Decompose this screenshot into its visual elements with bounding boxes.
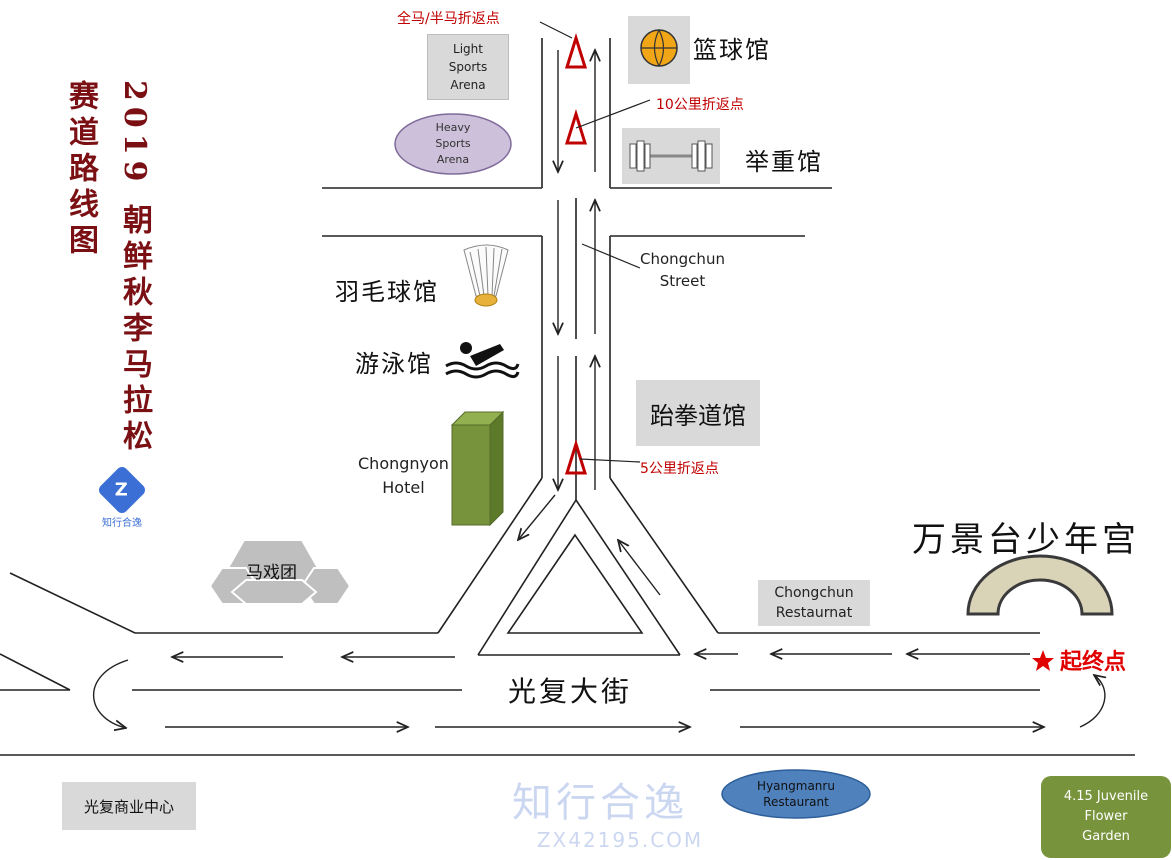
turnaround-full-half-label: 全马/半马折返点	[397, 11, 500, 27]
heavy-sports-arena-label: Heavy Sports Arena	[435, 121, 471, 166]
gwangbok-street-label: 光复大街	[508, 675, 633, 708]
badminton-hall-label: 羽毛球馆	[335, 278, 439, 306]
route-arrows	[92, 50, 1105, 728]
circus-hexagons-icon	[208, 539, 352, 605]
palace-label: 万景台少年宫	[912, 520, 1140, 560]
basketball-hall-label: 篮球馆	[693, 36, 771, 64]
shuttlecock-icon	[463, 244, 509, 307]
turnaround-5km-label: 5公里折返点	[640, 461, 719, 477]
palace-arch-icon	[966, 554, 1114, 616]
circus-label: 马戏团	[246, 563, 297, 583]
watermark: 知行合逸 ZX42195.COM	[470, 770, 730, 852]
pointer-lines	[539, 21, 651, 463]
weightlifting-hall-label: 举重馆	[745, 148, 823, 176]
chongnyon-hotel-label: Chongnyon Hotel	[358, 454, 449, 497]
logo-text: 知行合逸	[102, 518, 142, 529]
watermark-url: ZX42195.COM	[536, 828, 704, 852]
zhixing-logo-icon: Z	[96, 464, 148, 516]
chongchun-street-road	[322, 38, 832, 656]
turnaround-10km-label: 10公里折返点	[656, 97, 744, 113]
hyangmanru-shape	[721, 769, 871, 819]
swimmer-icon	[445, 342, 520, 379]
taekwondo-hall: 跆拳道馆	[636, 380, 760, 446]
triangle-island	[506, 533, 644, 634]
chongchun-street-label: Chongchun Street	[640, 250, 725, 290]
turnaround-10km-icon	[564, 108, 588, 145]
start-star-icon	[1032, 650, 1054, 671]
swimming-hall-label: 游泳馆	[355, 350, 433, 378]
heavy-sports-arena-shape	[394, 113, 512, 175]
title-sub: 赛道路线图	[63, 80, 98, 260]
turnaround-full-half-icon	[564, 32, 588, 69]
basketball-icon	[628, 16, 690, 84]
barbell-icon	[622, 128, 720, 184]
start-finish-label: 起终点	[1060, 650, 1127, 675]
flower-garden-label: 4.15 Juvenile Flower Garden	[1063, 789, 1149, 844]
watermark-brand: 知行合逸	[512, 780, 688, 826]
light-sports-arena: Light Sports Arena	[427, 34, 509, 100]
commercial-center: 光复商业中心	[62, 782, 196, 830]
chongchun-restaurant: Chongchun Restaurnat	[758, 580, 870, 626]
hotel-building-icon	[450, 410, 505, 527]
gwangbok-street-road	[0, 572, 1135, 756]
title-main: 2019 朝鲜秋李马拉松	[117, 80, 152, 456]
logo: Z 知行合逸	[92, 464, 152, 529]
flower-garden-shape	[1041, 776, 1171, 858]
hyangmanru-label: Hyangmanru Restaurant	[757, 779, 835, 809]
